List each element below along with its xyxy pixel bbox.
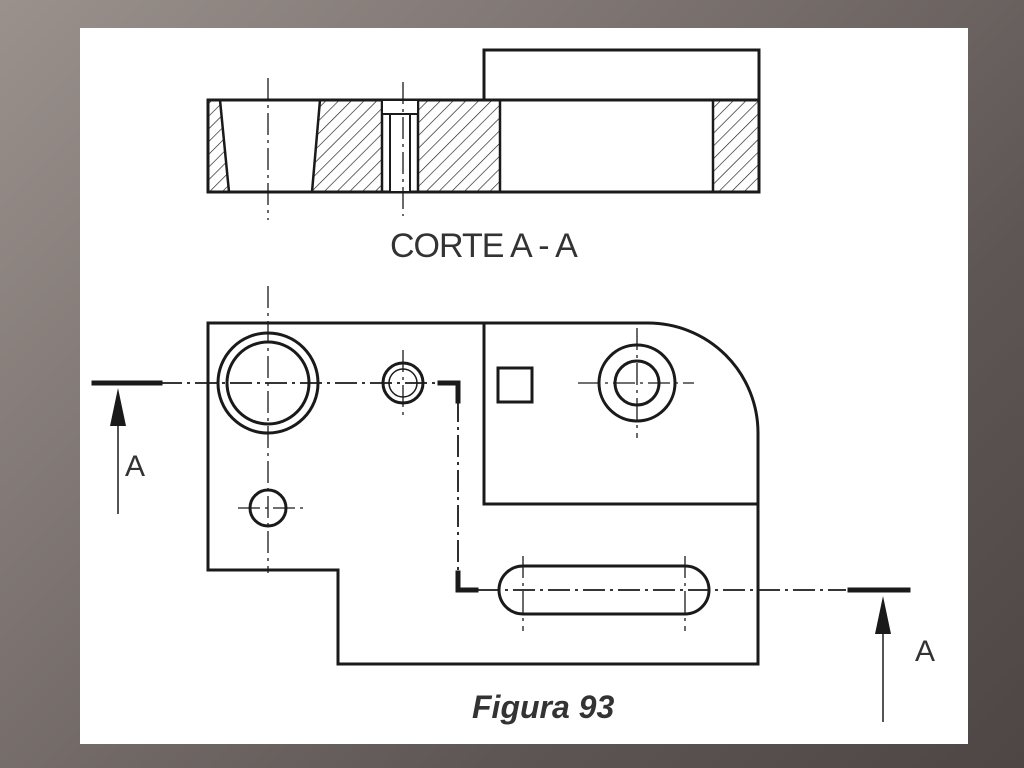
- view-arrow-right-label: A: [915, 635, 935, 668]
- section-boss-outline: [482, 48, 761, 102]
- cutting-plane-bend-lower: [455, 570, 479, 593]
- technical-drawing: CORTE A - A: [91, 48, 935, 725]
- section-small-bore: [389, 113, 411, 193]
- section-hatch-right: [711, 98, 761, 194]
- cutting-plane-bend-upper: [437, 380, 461, 404]
- section-bore-edge-right: [311, 99, 321, 193]
- slot-outline: [497, 564, 711, 616]
- section-title: CORTE A - A: [390, 227, 578, 265]
- section-view: CORTE A - A: [206, 48, 761, 265]
- plan-boss-outline: [482, 323, 758, 506]
- section-bore-edge-left: [219, 99, 230, 193]
- view-arrow-right-head: [875, 596, 891, 634]
- plan-view: A A: [91, 286, 935, 722]
- figure-caption: Figura 93: [472, 689, 614, 725]
- square-pocket: [496, 366, 534, 404]
- section-hatch-left-edge: [206, 98, 231, 194]
- section-counterbore: [381, 99, 419, 115]
- cutting-plane-line: [160, 382, 846, 591]
- section-hatch-middle-right: [416, 98, 502, 194]
- drawing-sheet: CORTE A - A: [80, 28, 968, 744]
- view-arrow-left-head: [110, 388, 126, 426]
- plan-outer-contour: [206, 321, 760, 666]
- view-arrow-left-label: A: [125, 450, 145, 483]
- section-hatch-middle-left: [310, 98, 384, 194]
